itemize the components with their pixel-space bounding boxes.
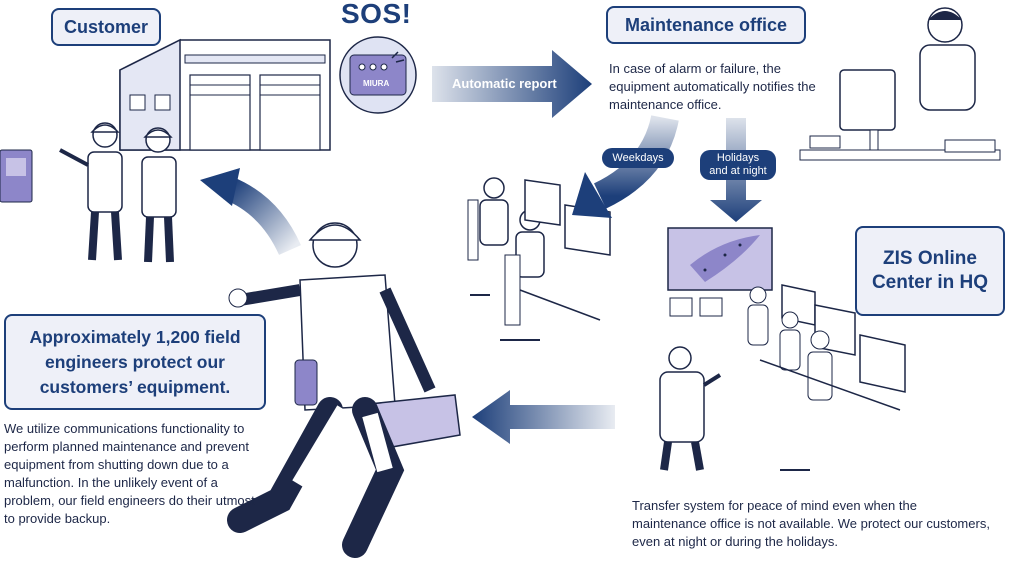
weekdays-route-label: Weekdays — [602, 148, 674, 168]
automatic-report-label: Automatic report — [452, 76, 557, 91]
field-engineers-description: We utilize communications functionality … — [4, 421, 255, 526]
miura-brand-label: MIURA — [363, 79, 390, 88]
field-engineers-title: Approximately 1,200 field engineers prot… — [4, 314, 266, 410]
sos-alert-label: SOS! — [341, 0, 412, 29]
customer-title: Customer — [51, 8, 161, 46]
zis-center-title: ZIS Online Center in HQ — [855, 226, 1005, 316]
transfer-system-description: Transfer system for peace of mind even w… — [632, 498, 990, 549]
holidays-route-label: Holidays and at night — [700, 150, 776, 180]
maintenance-office-description: In case of alarm or failure, the equipme… — [609, 61, 816, 112]
maintenance-office-title: Maintenance office — [606, 6, 806, 44]
